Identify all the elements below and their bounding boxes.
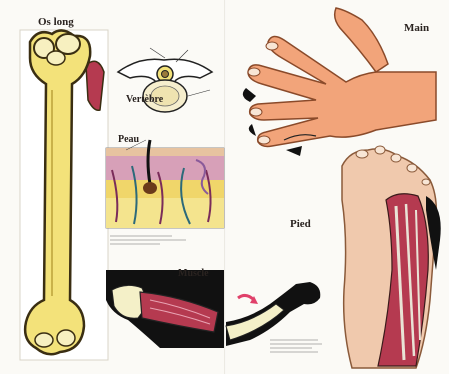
skin-cross-section xyxy=(106,140,224,228)
arm-muscle-illustration xyxy=(106,270,320,348)
hand-label: Main xyxy=(404,22,429,34)
vertebra-label: Vertèbre xyxy=(126,94,163,105)
foot-illustration xyxy=(342,146,441,368)
foot-label: Pied xyxy=(290,218,311,230)
long-bone-illustration xyxy=(20,30,108,360)
skin-label: Peau xyxy=(118,134,139,145)
muscle-label: Muscle xyxy=(178,268,209,279)
long-bone-label: Os long xyxy=(38,16,74,28)
